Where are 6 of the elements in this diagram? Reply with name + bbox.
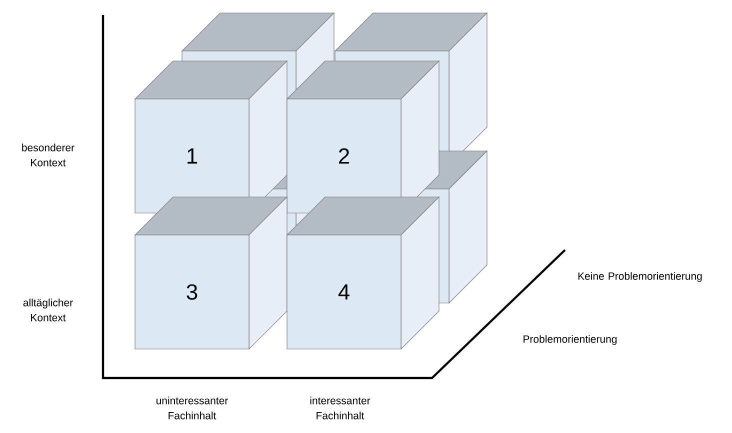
axis-label: alltäglicher Kontext xyxy=(23,298,73,322)
axis-label: Problemorientierung xyxy=(524,335,617,345)
axis-label: interessanter Fachinhalt xyxy=(310,396,370,420)
axis-label: besonderer Kontext xyxy=(22,144,74,166)
axis-label: uninteressanter Fachinhalt xyxy=(156,396,228,420)
axis-label: Keine Problemorientierung xyxy=(578,272,702,282)
